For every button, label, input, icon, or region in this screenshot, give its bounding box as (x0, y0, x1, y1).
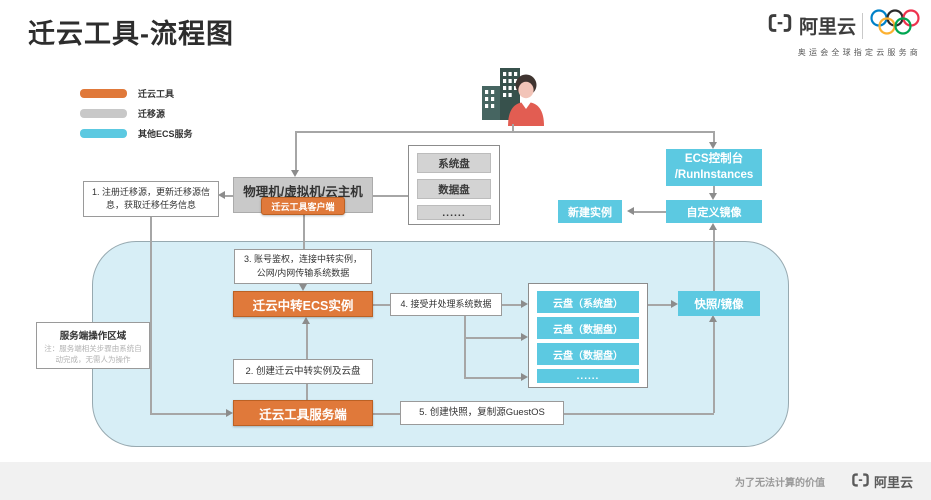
source-disk-more: ...... (417, 205, 491, 220)
legend-swatch-orange (80, 88, 127, 98)
connector (150, 217, 152, 414)
step-2-box: 2. 创建迁云中转实例及云盘 (233, 359, 373, 384)
connector (713, 131, 715, 143)
step-1-box: 1. 注册迁移源，更新迁移源信息，获取迁移任务信息 (83, 181, 219, 217)
arrowhead (627, 207, 634, 215)
snapshot-image-node: 快照/镜像 (678, 291, 760, 316)
connector (713, 229, 715, 291)
arrowhead (299, 284, 307, 291)
connector (634, 211, 666, 213)
step-4-box: 4. 接受并处理系统数据 (390, 293, 502, 316)
header-logo: 阿里云 奥运会全球指定云服务商 (761, 7, 921, 58)
transit-ecs-instance-node: 迁云中转ECS实例 (233, 291, 373, 317)
cloud-disk-data-2: 云盘（数据盘） (537, 343, 639, 365)
arrowhead (226, 409, 233, 417)
arrowhead (709, 315, 717, 322)
connector (295, 131, 297, 171)
new-instance-node: 新建实例 (558, 200, 622, 223)
legend-item-other-ecs: 其他ECS服务 (80, 128, 193, 139)
region-label-box: 服务端操作区域 注：服务端相关步骤由系统自动完成，无需人为操作 (36, 322, 150, 369)
connector (303, 215, 305, 249)
alibaba-cloud-logo-icon-small (851, 472, 870, 491)
connector (713, 186, 715, 194)
cloud-disks-container: 云盘（系统盘） 云盘（数据盘） 云盘（数据盘） ...... (528, 283, 648, 388)
connector (224, 195, 233, 197)
source-disks-container: 系统盘 数据盘 ...... (408, 145, 500, 225)
olympic-rings-icon (869, 7, 921, 44)
connector (373, 195, 408, 197)
arrowhead (709, 142, 717, 149)
cloud-disk-system: 云盘（系统盘） (537, 291, 639, 313)
footer-slogan: 为了无法计算的价值 (734, 477, 825, 489)
arrowhead (218, 191, 225, 199)
connector (295, 131, 714, 133)
cloud-disk-data-1: 云盘（数据盘） (537, 317, 639, 339)
arrowhead (521, 373, 528, 381)
connector (512, 124, 514, 132)
step-5-box: 5. 创建快照，复制源GuestOS (400, 401, 564, 425)
alibaba-cloud-logo-icon (767, 12, 793, 39)
brand-tagline: 奥运会全球指定云服务商 (797, 48, 921, 57)
arrowhead (302, 317, 310, 324)
connector (648, 304, 673, 306)
connector (150, 413, 227, 415)
connector (464, 337, 522, 339)
arrowhead (521, 333, 528, 341)
page-title: 迁云工具-流程图 (28, 19, 234, 49)
arrowhead (671, 300, 678, 308)
ecs-console-node: ECS控制台 /RunInstances (666, 149, 762, 186)
legend-swatch-blue (80, 128, 127, 138)
brand-name: 阿里云 (798, 17, 856, 38)
legend-item-migration-source: 迁移源 (80, 108, 193, 119)
arrowhead (521, 300, 528, 308)
source-disk-data: 数据盘 (417, 179, 491, 199)
connector (464, 316, 466, 378)
footer: 为了无法计算的价值 阿里云 (0, 462, 931, 500)
connector (464, 377, 522, 379)
region-note: 注：服务端相关步骤由系统自动完成，无需人为操作 (44, 344, 142, 364)
migration-server-node: 迁云工具服务端 (233, 400, 373, 426)
cloud-disk-more: ...... (537, 369, 639, 383)
arrowhead (709, 193, 717, 200)
enterprise-user-icon (474, 64, 552, 131)
footer-brand: 阿里云 (851, 472, 913, 491)
divider (862, 12, 863, 39)
migration-client-badge: 迁云工具客户端 (261, 197, 345, 215)
legend-item-migration-tool: 迁云工具 (80, 88, 193, 99)
legend-swatch-gray (80, 108, 127, 118)
connector (713, 322, 715, 413)
custom-image-node: 自定义镜像 (666, 200, 762, 223)
arrowhead (291, 170, 299, 177)
region-title: 服务端操作区域 (59, 331, 127, 342)
arrowhead (709, 223, 717, 230)
source-disk-system: 系统盘 (417, 153, 491, 173)
legend: 迁云工具 迁移源 其他ECS服务 (80, 88, 193, 148)
step-3-box: 3. 账号鉴权，连接中转实例，公网/内网传输系统数据 (234, 249, 372, 284)
